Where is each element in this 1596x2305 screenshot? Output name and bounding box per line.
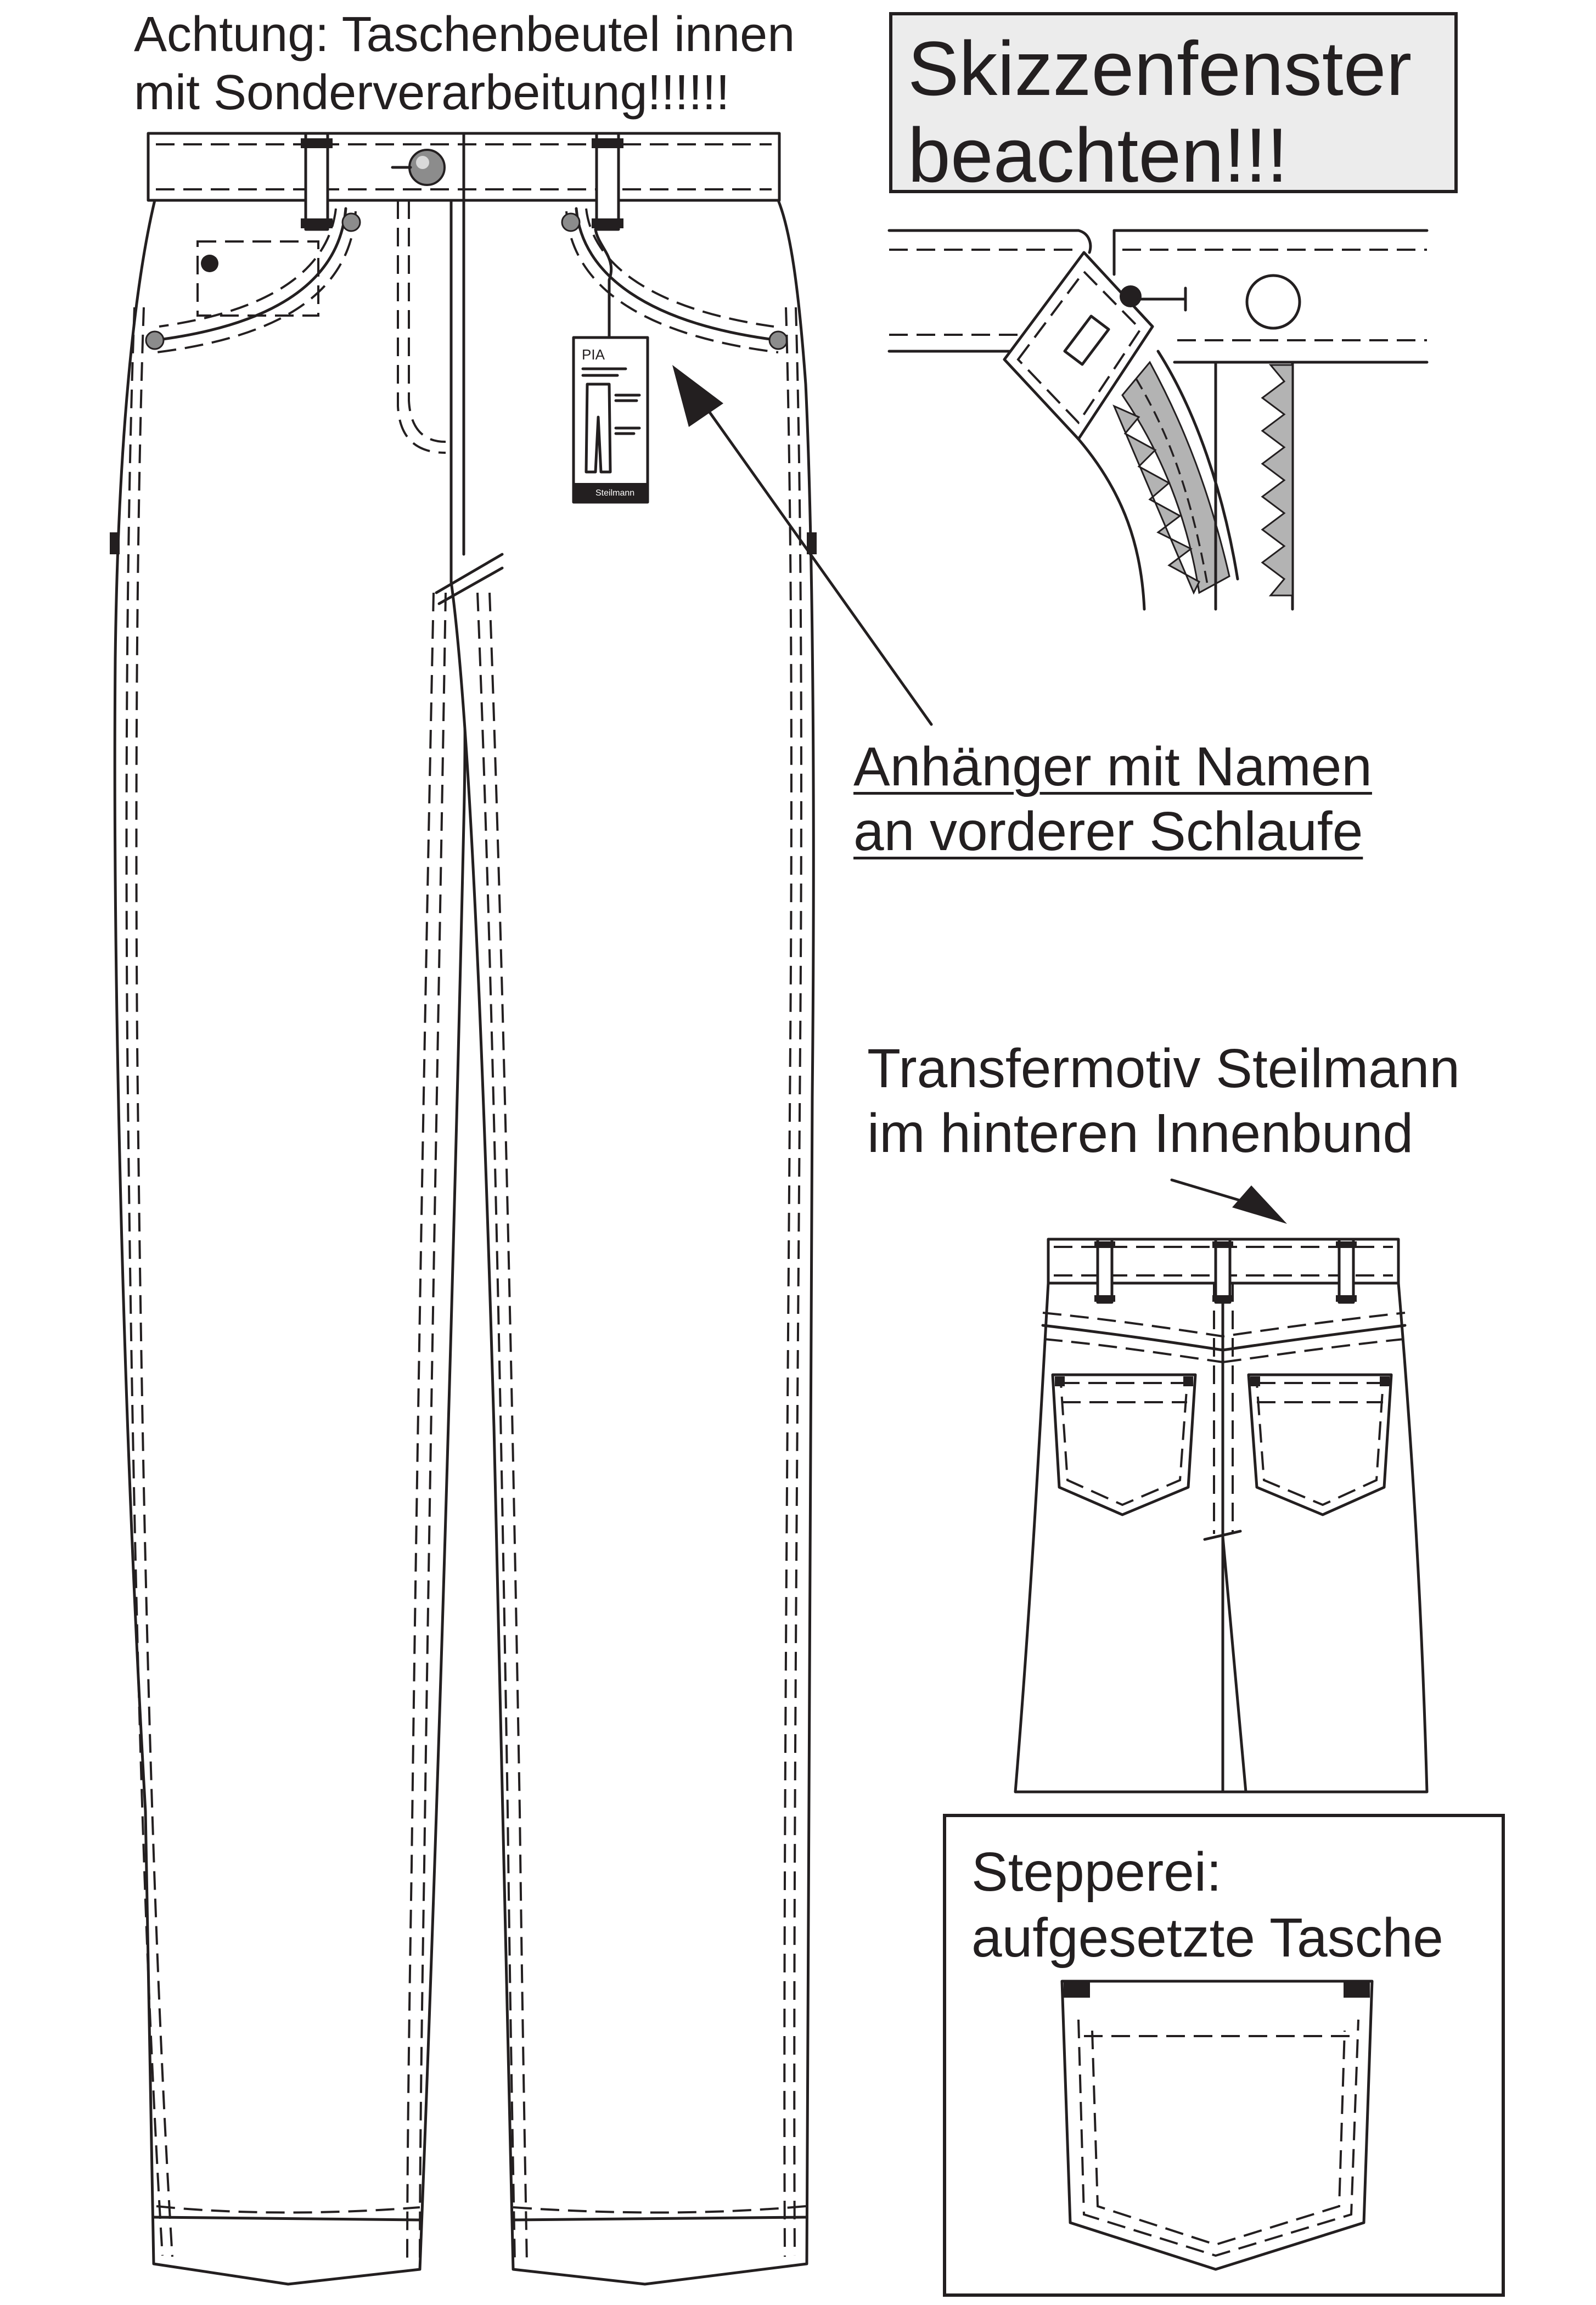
fly-stitching xyxy=(397,200,446,454)
rivet xyxy=(768,330,788,350)
front-pocket-right xyxy=(575,207,780,342)
waistband-detail-sketch xyxy=(887,229,1429,611)
warning-line-1: Achtung: Taschenbeutel innen xyxy=(134,7,795,62)
transfer-line-2: im hinteren Innenbund xyxy=(867,1103,1414,1164)
transfer-motif-note: Transfermotiv Steilmann im hinteren Inne… xyxy=(867,1036,1460,1166)
rivet xyxy=(341,212,361,232)
transfer-arrow-head xyxy=(1232,1185,1287,1224)
transfer-line-1: Transfermotiv Steilmann xyxy=(867,1038,1460,1099)
front-left-leg xyxy=(113,199,467,2286)
hang-tag-arrow xyxy=(672,365,933,726)
hem-left xyxy=(152,2216,422,2222)
hang-tag-brand: Steilmann xyxy=(595,488,634,498)
crotch-stitch-a xyxy=(435,553,504,594)
front-jeans-view: PIA Steilmann xyxy=(110,132,817,2286)
warning-line-2: mit Sonderverarbeitung!!!!!! xyxy=(134,65,730,121)
hang-tag-name: PIA xyxy=(582,346,605,363)
tag-line-2: an vorderer Schlaufe xyxy=(853,801,1363,862)
crotch-stitch-b xyxy=(437,566,504,605)
hang-tag-note: Anhänger mit Namen an vorderer Schlaufe xyxy=(853,734,1372,864)
patch-pocket-detail xyxy=(1060,1980,1374,2271)
rivet xyxy=(561,212,581,232)
fly-stitching-inner xyxy=(408,200,446,443)
stitch-line-1: Stepperei: xyxy=(971,1841,1222,1903)
warning-note: Achtung: Taschenbeutel innen mit Sonderv… xyxy=(134,5,795,122)
front-pocket-left xyxy=(153,207,347,342)
front-belt-loop-right xyxy=(595,132,620,231)
window-line-2: beachten!!! xyxy=(908,112,1288,199)
window-line-1: Skizzenfenster xyxy=(908,25,1412,111)
waist-button xyxy=(408,149,446,186)
detail-button-hole xyxy=(1245,274,1301,330)
rivet xyxy=(145,330,165,350)
stitch-line-2: aufgesetzte Tasche xyxy=(971,1907,1443,1969)
front-belt-loop-left xyxy=(304,132,329,231)
back-jeans-view xyxy=(1014,1178,1429,1794)
back-pocket-left xyxy=(1051,1373,1197,1516)
front-right-leg xyxy=(449,199,815,2286)
back-pocket-right xyxy=(1247,1373,1393,1516)
hem-right xyxy=(512,2216,808,2222)
tag-line-1: Anhänger mit Namen xyxy=(853,736,1372,797)
sketch-window-note: Skizzenfenster beachten!!! xyxy=(889,12,1458,198)
coin-pocket xyxy=(196,240,319,317)
